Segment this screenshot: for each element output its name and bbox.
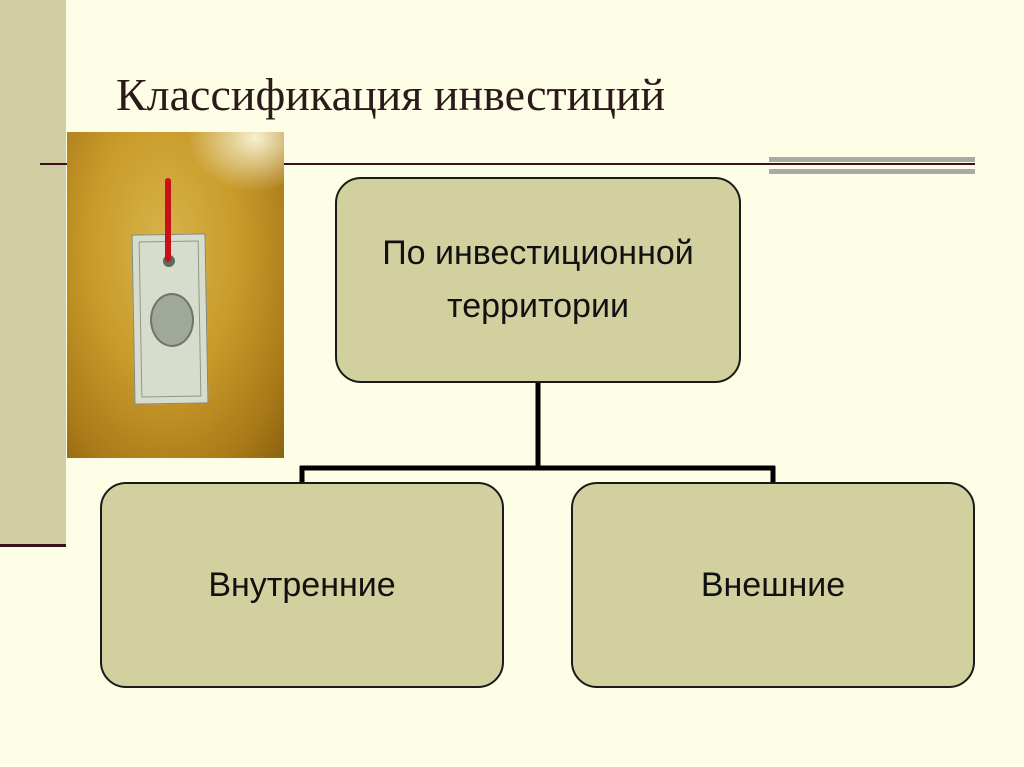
accent-bar-bottom [769,169,975,174]
photo-light-glow [187,132,284,192]
child-node-external-label: Внешние [700,565,846,604]
title-divider [40,163,975,165]
root-node: По инвестиционной территории [335,177,741,383]
side-decor-band [0,0,66,545]
root-node-label-line1: По инвестиционной [382,234,694,273]
child-node-internal: Внутренние [100,482,504,688]
red-string [165,178,171,262]
money-photo [67,132,284,458]
root-node-label-line2: территории [447,287,629,325]
accent-bar-top [769,157,975,162]
child-node-external: Внешние [571,482,975,688]
side-decor-line [0,544,66,547]
child-node-internal-label: Внутренние [208,565,396,604]
slide-title: Классификация инвестиций [116,69,666,120]
